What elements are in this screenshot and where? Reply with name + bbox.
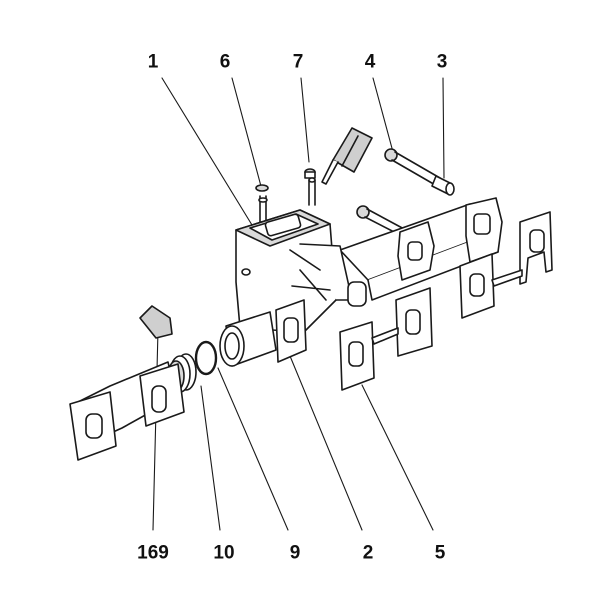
gaskets-part-5: [339, 211, 553, 391]
sleeve-part-3: [431, 175, 455, 196]
callout-169: 169: [137, 542, 169, 564]
callout-10: 10: [213, 542, 235, 564]
callout-9: 9: [289, 542, 301, 564]
stud-part-7: [308, 177, 316, 206]
callout-5: 5: [434, 542, 446, 564]
callout-1: 1: [147, 51, 159, 73]
clip-part-169: [139, 305, 173, 339]
sealant-tube-part: [321, 127, 373, 185]
leader-2: [289, 355, 363, 531]
callout-7: 7: [292, 51, 304, 73]
manifold-flange-body: [235, 209, 367, 363]
leader-6: [231, 77, 263, 191]
stud-part-6: [255, 184, 269, 223]
bolt-part-4: [384, 148, 441, 187]
o-ring-part-9: [194, 340, 218, 376]
leader-10: [200, 385, 221, 531]
nut-part-7: [304, 168, 316, 179]
elbow-pipe: [69, 361, 185, 461]
leader-9: [217, 367, 289, 531]
leader-3: [442, 77, 445, 179]
outlet-stub: [219, 311, 277, 367]
leader-1: [161, 77, 253, 226]
leader-4: [372, 77, 394, 153]
callout-6: 6: [219, 51, 231, 73]
manifold-runner: [339, 197, 503, 301]
callout-4: 4: [364, 51, 376, 73]
leader-7: [300, 77, 310, 163]
callout-3: 3: [436, 51, 448, 73]
leader-169: [152, 329, 159, 531]
leader-5: [361, 384, 434, 531]
leader-lines: [152, 77, 445, 531]
callout-2: 2: [362, 542, 374, 564]
